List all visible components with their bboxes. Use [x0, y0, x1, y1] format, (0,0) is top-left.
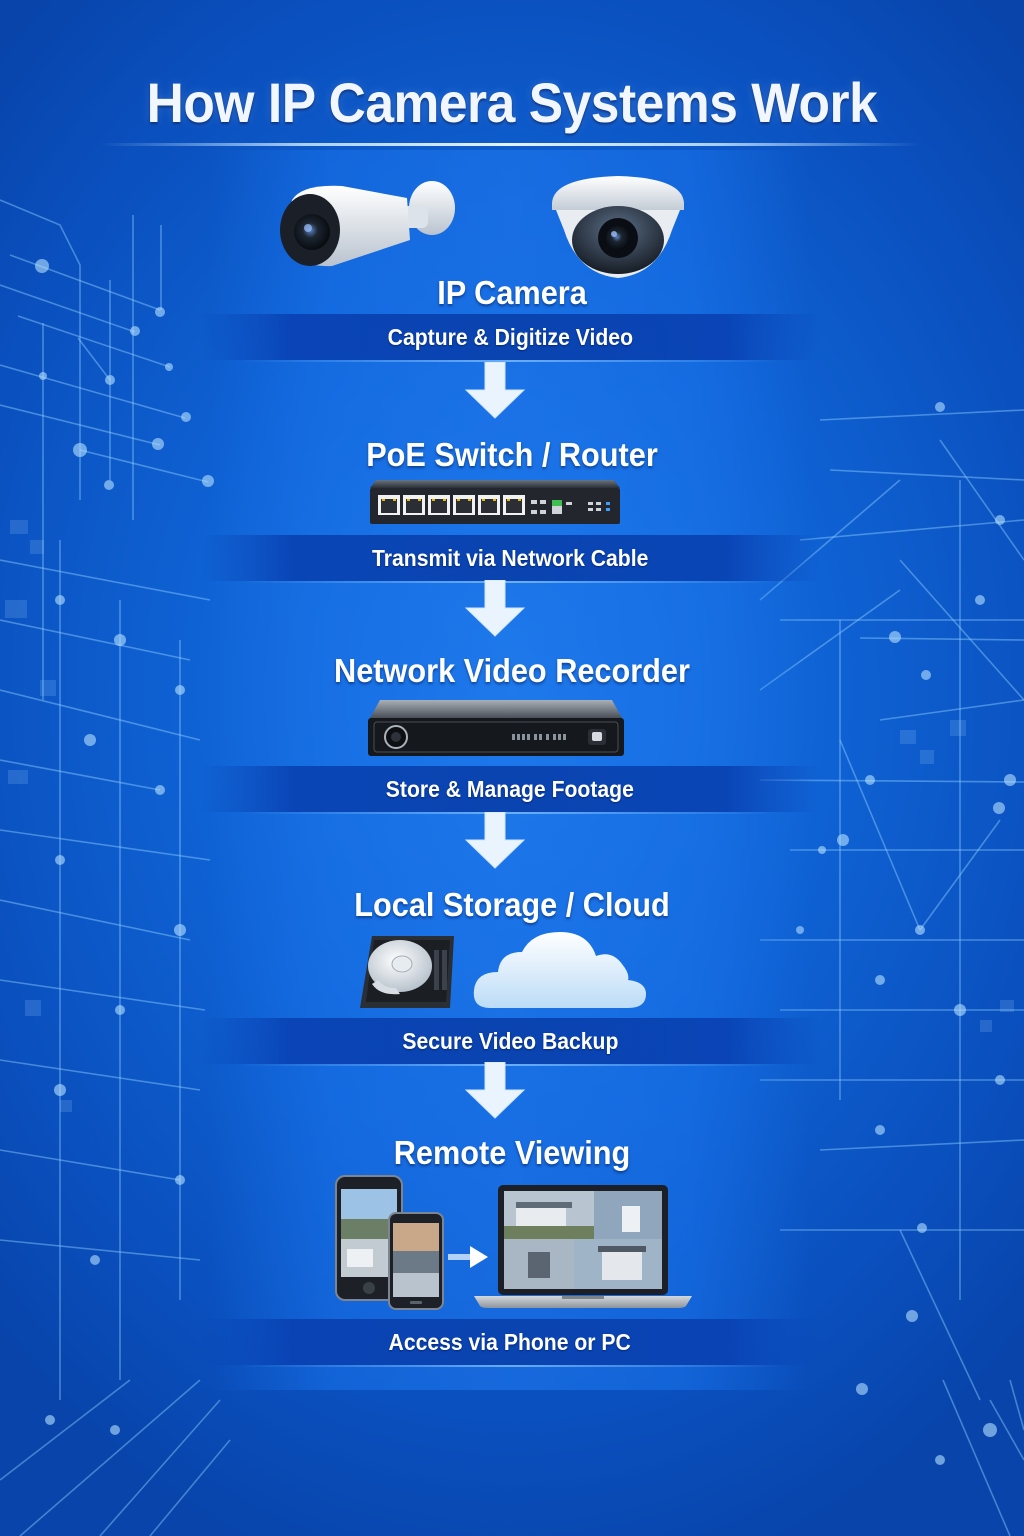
- caption-band: Access via Phone or PC: [200, 1319, 820, 1367]
- step-title: Remote Viewing: [393, 1134, 631, 1171]
- step-title: IP Camera: [437, 274, 587, 311]
- down-arrow-icon: [464, 1062, 526, 1119]
- down-arrow-icon: [464, 362, 526, 419]
- nvr-icon: [368, 700, 624, 756]
- step-title: Network Video Recorder: [334, 652, 690, 689]
- step-caption: Store & Manage Footage: [385, 775, 635, 802]
- smartphone-icon: [388, 1212, 444, 1310]
- caption-band: Store & Manage Footage: [200, 766, 820, 814]
- step-caption: Secure Video Backup: [401, 1027, 618, 1054]
- down-arrow-icon: [464, 812, 526, 869]
- step-caption: Capture & Digitize Video: [387, 323, 633, 350]
- poe-switch-icon: [370, 480, 620, 524]
- cloud-icon: [473, 932, 646, 1008]
- title-divider: [100, 143, 920, 146]
- caption-band: Transmit via Network Cable: [200, 535, 820, 583]
- step-title: Local Storage / Cloud: [354, 886, 670, 923]
- bullet-camera-icon: [280, 181, 455, 267]
- step-caption: Access via Phone or PC: [388, 1328, 632, 1355]
- hard-drive-icon: [360, 936, 454, 1008]
- dome-camera-icon: [552, 176, 684, 278]
- laptop-icon: [474, 1185, 692, 1308]
- arrow-right-icon: [448, 1246, 488, 1268]
- down-arrow-icon: [464, 580, 526, 637]
- step-title: PoE Switch / Router: [366, 436, 658, 473]
- step-caption: Transmit via Network Cable: [371, 544, 649, 571]
- caption-band: Capture & Digitize Video: [200, 314, 820, 362]
- page-title: How IP Camera Systems Work: [146, 71, 878, 134]
- caption-band: Secure Video Backup: [200, 1018, 820, 1066]
